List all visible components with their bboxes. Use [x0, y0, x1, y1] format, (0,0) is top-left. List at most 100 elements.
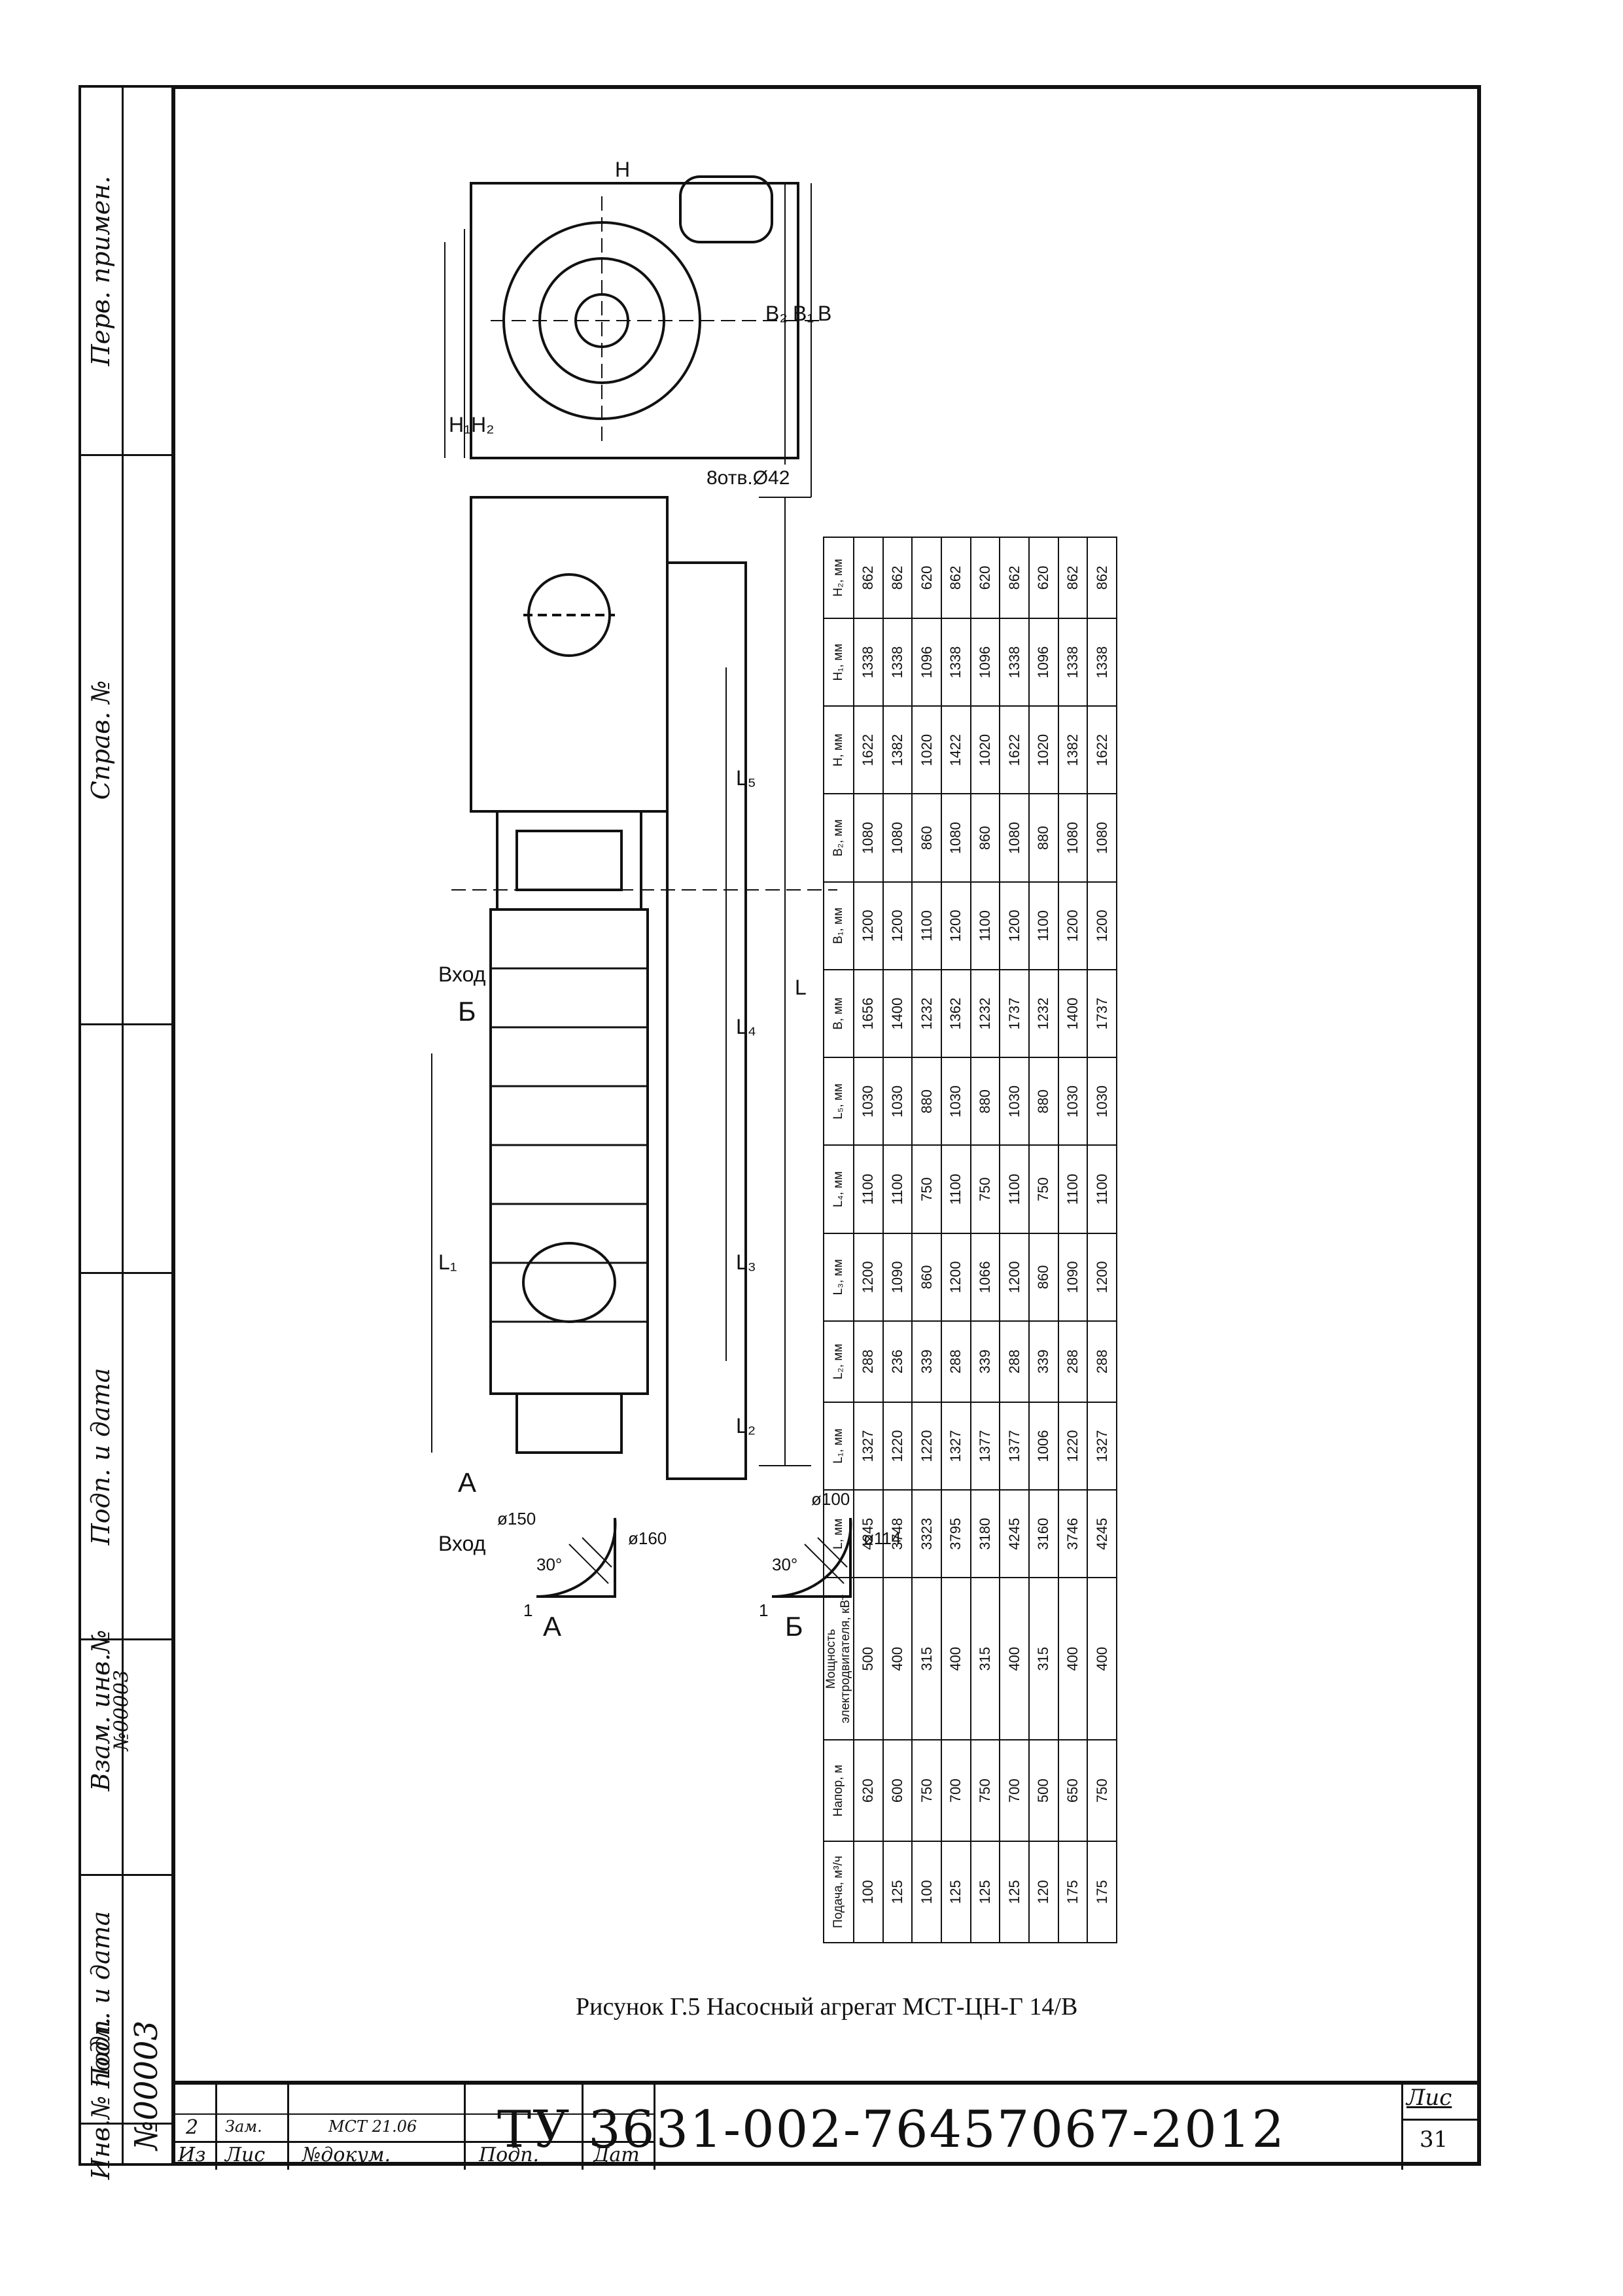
drawing-frame [171, 85, 1481, 2166]
table-cell: 1096 [970, 618, 1000, 707]
table-cell: 125 [882, 1841, 913, 1943]
table-cell: 1200 [854, 881, 883, 970]
table-cell: 100 [854, 1841, 883, 1943]
stamp-col-podp [466, 2085, 584, 2170]
table-cell: 400 [1087, 1578, 1117, 1740]
table-cell: 862 [882, 537, 913, 618]
dim-L2: L₂ [736, 1414, 756, 1438]
table-cell: 3160 [1028, 1490, 1058, 1578]
table-cell: 1090 [1058, 1233, 1088, 1321]
table-cell: 1100 [1058, 1145, 1088, 1233]
stamp-col-dat [584, 2085, 655, 2170]
table-cell: 880 [970, 1057, 1000, 1146]
holes-note: 8отв.Ø42 [707, 467, 790, 489]
table-cell: 1080 [1000, 794, 1029, 882]
table-cell: 3748 [882, 1490, 913, 1578]
dim-H1: H₁ [449, 413, 471, 436]
spec-header-cell: H₁, мм [824, 618, 854, 707]
table-cell: 288 [1058, 1320, 1088, 1402]
detail-b-label: Б [785, 1611, 803, 1642]
stamp-label-lis: Лис [225, 2144, 266, 2166]
table-cell: 700 [1000, 1740, 1029, 1842]
inv-podl-label: Инв.№ подл. [86, 2017, 115, 2180]
table-cell: 862 [941, 537, 971, 618]
table-cell: 400 [1000, 1578, 1029, 1740]
strip-divider [122, 88, 124, 2163]
end-view-tank [679, 175, 773, 243]
base-frame [666, 561, 747, 1480]
table-cell: 1400 [882, 969, 913, 1058]
table-cell: 1622 [854, 706, 883, 794]
table-cell: 750 [970, 1740, 1000, 1842]
table-cell: 1327 [941, 1402, 971, 1491]
spec-header-cell: H₂, мм [824, 537, 854, 618]
dim-L1: L₁ [438, 1250, 457, 1274]
detail-a-d2: ø160 [628, 1528, 667, 1548]
spec-header-cell: L, мм [824, 1490, 854, 1578]
title-block: 2 Зам. МСТ 21.06 Из Лис №докум. Подп. Да… [171, 2081, 1481, 2170]
podp-data-top-label: Подп. и дата [86, 1368, 115, 1545]
table-cell: 1327 [1087, 1402, 1117, 1491]
table-cell: 1377 [970, 1402, 1000, 1491]
vzam-inv-value: №00003 [110, 1670, 133, 1752]
spec-header-cell: Мощность электродвигателя, кВт [824, 1578, 854, 1740]
detail-a-d1: ø150 [497, 1509, 536, 1528]
detail-a-section [536, 1517, 617, 1598]
table-cell: 1232 [912, 969, 941, 1058]
table-cell: 4245 [1087, 1490, 1117, 1578]
table-cell: 1066 [970, 1233, 1000, 1321]
stamp-col-lis [217, 2085, 289, 2170]
table-cell: 120 [1028, 1841, 1058, 1943]
dim-H: H [615, 158, 630, 181]
table-cell: 1327 [854, 1402, 883, 1491]
inv-podl-value: №00003 [128, 2020, 165, 2151]
table-cell: 620 [854, 1740, 883, 1842]
left-margin-strip: Перв. примен. Справ. № Подп. и дата Взам… [79, 85, 171, 2180]
spec-header-cell: L₅, мм [824, 1057, 854, 1146]
table-cell: 1100 [912, 881, 941, 970]
table-cell: 125 [970, 1841, 1000, 1943]
table-cell: 750 [912, 1145, 941, 1233]
table-cell: 862 [854, 537, 883, 618]
table-cell: 1020 [912, 706, 941, 794]
table-cell: 1400 [1058, 969, 1088, 1058]
strip-cell-sprav: Справ. № [81, 454, 171, 1023]
sheet-number: 31 [1420, 2127, 1448, 2153]
spec-header-cell: B₂, мм [824, 794, 854, 882]
label-b: Б [458, 996, 476, 1027]
table-cell: 288 [1000, 1320, 1029, 1402]
table-cell: 880 [1028, 794, 1058, 882]
table-cell: 125 [1000, 1841, 1029, 1943]
table-cell: 1006 [1028, 1402, 1058, 1491]
table-cell: 1338 [941, 618, 971, 707]
strip-cell-empty-1 [81, 1023, 171, 1272]
table-cell: 3180 [970, 1490, 1000, 1578]
table-cell: 315 [1028, 1578, 1058, 1740]
table-cell: 1200 [854, 1233, 883, 1321]
table-cell: 1080 [882, 794, 913, 882]
table-cell: 500 [854, 1578, 883, 1740]
table-cell: 1220 [882, 1402, 913, 1491]
spec-header-cell: B₁, мм [824, 881, 854, 970]
stamp-label-dat: Дат [593, 2144, 640, 2166]
table-cell: 650 [1058, 1740, 1088, 1842]
table-cell: 315 [912, 1578, 941, 1740]
table-cell: 1200 [1087, 1233, 1117, 1321]
table-cell: 1200 [1000, 881, 1029, 970]
detail-a-label: А [543, 1611, 561, 1642]
stamp-label-podp: Подп. [479, 2144, 540, 2166]
table-cell: 236 [882, 1320, 913, 1402]
table-cell: 1100 [1087, 1145, 1117, 1233]
table-cell: 1020 [970, 706, 1000, 794]
stamp-zam: Зам. [225, 2117, 262, 2136]
table-cell: 860 [970, 794, 1000, 882]
table-cell: 1100 [1028, 881, 1058, 970]
table-cell: 1338 [1058, 618, 1088, 707]
table-cell: 1030 [1087, 1057, 1117, 1146]
